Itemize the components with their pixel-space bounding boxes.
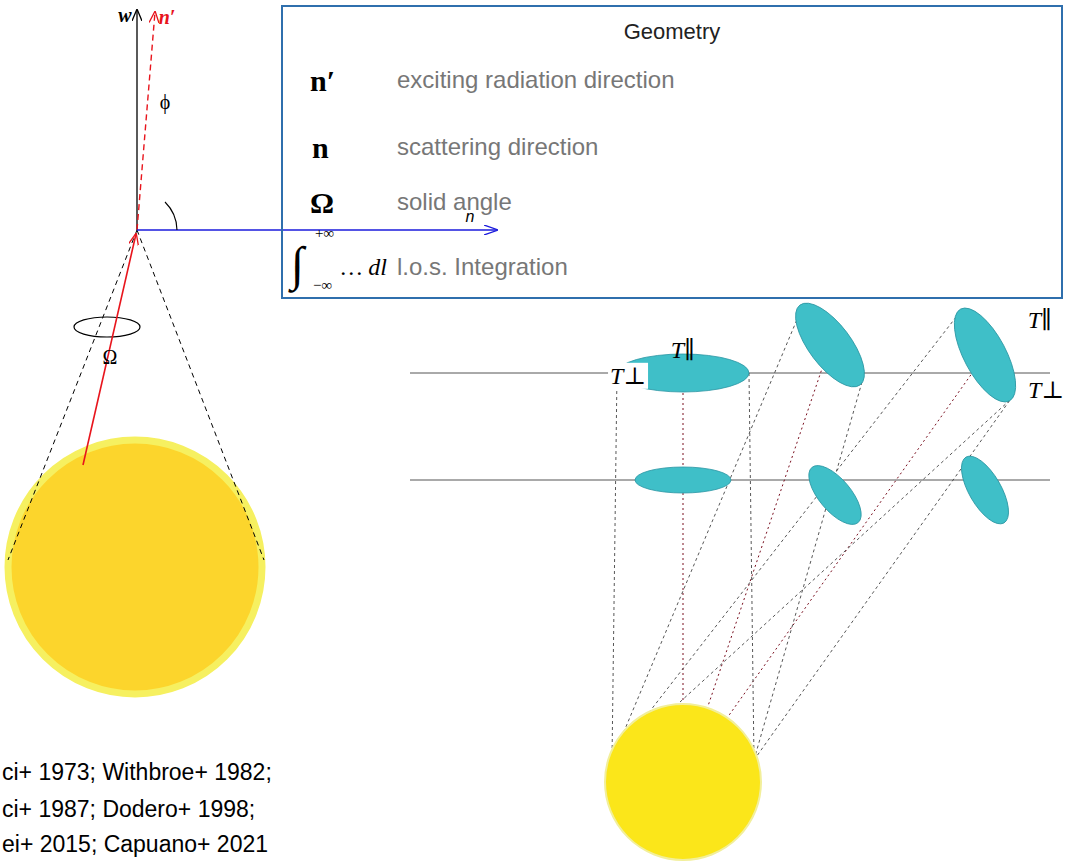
description: l.o.s. Integration [397, 254, 568, 280]
reference-note: ei+ 2015; Capuano+ 2021 [2, 832, 268, 857]
temperature-ellipses [617, 292, 1028, 532]
description: exciting radiation direction [397, 67, 675, 93]
solid-angle-ring [74, 317, 140, 337]
angle-label: Ω [103, 346, 118, 368]
box-title: Geometry [624, 20, 721, 44]
temperature-label: T∥ [1028, 307, 1052, 333]
sun [8, 440, 262, 694]
symbol: Ω [310, 186, 334, 219]
limit: −∞ [313, 277, 332, 294]
description: scattering direction [397, 134, 598, 160]
temperature-label: T⊥ [1028, 377, 1064, 403]
center-rays [683, 345, 985, 780]
legend-box: Geometryn′exciting radiation directionns… [281, 5, 1063, 299]
symbol: n [312, 131, 329, 164]
temperature-label: T∥ [671, 337, 695, 363]
integral-sign: ∫ [291, 238, 304, 291]
angle-arc [165, 202, 177, 230]
cone-line [8, 230, 137, 560]
axis-label: n′ [159, 6, 176, 28]
w-axis [136, 10, 137, 230]
tangent-rays [612, 310, 1010, 760]
n-prime-direction [137, 12, 155, 230]
limit: +∞ [315, 225, 334, 242]
symbol: n′ [310, 64, 335, 97]
axis-label: w [118, 4, 131, 26]
description: solid angle [397, 189, 512, 215]
sun [605, 704, 761, 860]
integrand: … dl [341, 254, 387, 280]
temperature-label: T⊥ [608, 363, 648, 389]
reference-note: ci+ 1987; Dodero+ 1998; [2, 797, 255, 822]
axis-label: n [466, 208, 475, 226]
reference-note: ci+ 1973; Withbroe+ 1982; [2, 760, 272, 785]
cone-line [137, 230, 264, 560]
incident-ray [83, 234, 136, 465]
angle-label: ϕ [160, 91, 171, 113]
